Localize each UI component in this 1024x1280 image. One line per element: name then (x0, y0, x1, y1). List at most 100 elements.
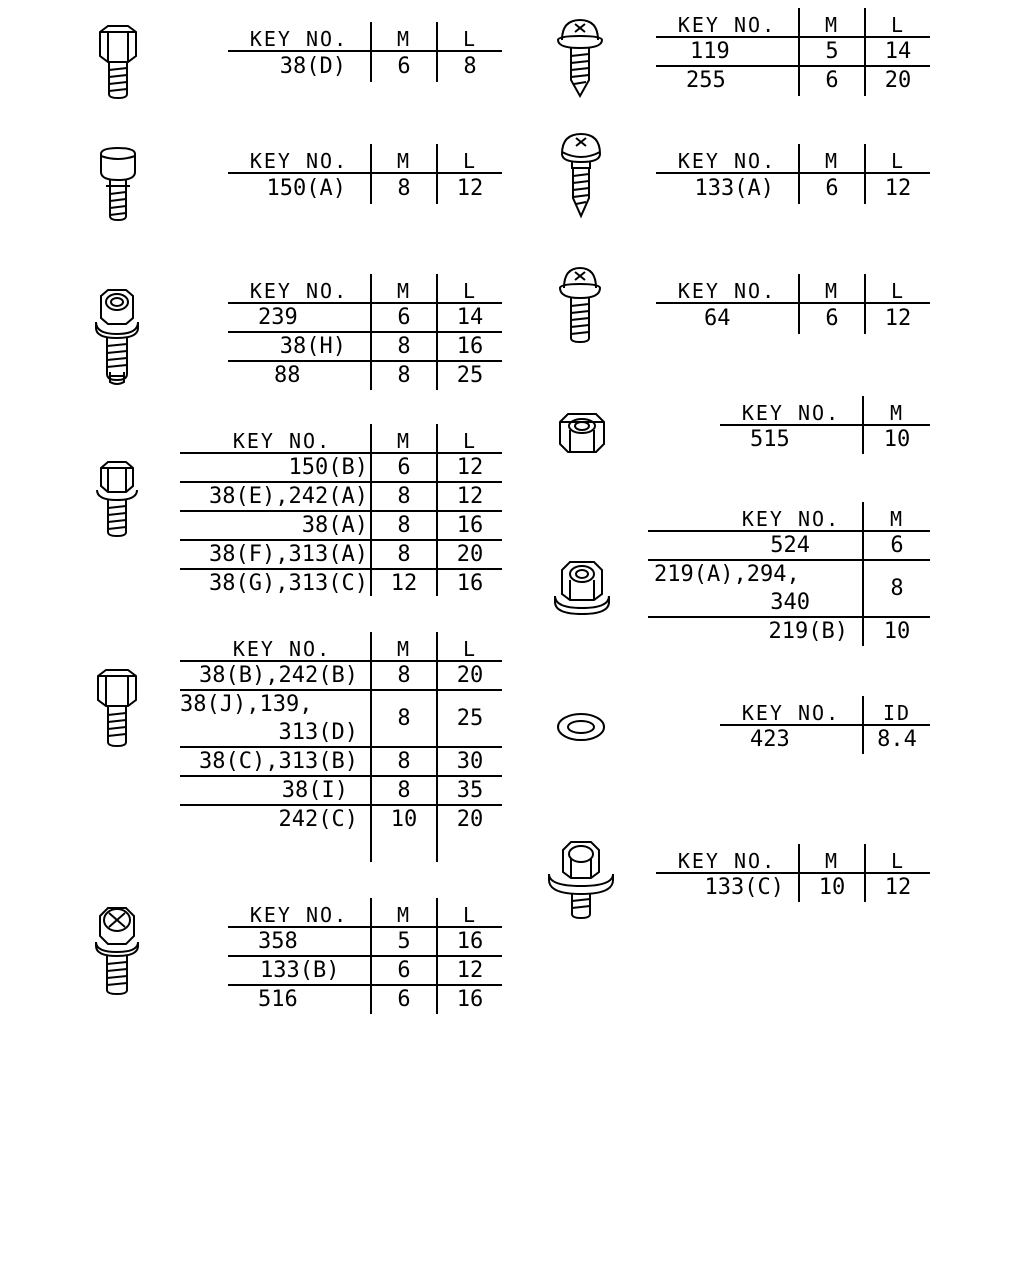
l-cell: 12 (884, 875, 912, 900)
table-divider (864, 144, 866, 204)
phillips-pointed-screw-icon (558, 132, 604, 219)
m-cell: 8 (397, 542, 411, 567)
table-rule (180, 568, 502, 570)
m-cell: 10 (390, 807, 418, 832)
table-divider (436, 424, 438, 596)
m-cell: 6 (397, 455, 411, 480)
table-divider (798, 144, 800, 204)
header-key-no: KEY NO. (232, 429, 332, 453)
header-key-no: KEY NO. (677, 279, 777, 303)
header-l: L (890, 849, 906, 873)
header-key-no: KEY NO. (249, 27, 349, 51)
id-cell: 8.4 (877, 727, 917, 752)
l-cell: 14 (456, 305, 484, 330)
table-rule (656, 65, 930, 67)
l-cell: 16 (456, 571, 484, 596)
key-no-cell: 38(B),242(B) (199, 663, 358, 688)
m-cell: 6 (397, 987, 411, 1012)
table-rule (180, 746, 502, 748)
round-head-bolt-icon (96, 146, 140, 222)
header-l: L (462, 149, 478, 173)
m-cell: 8 (397, 484, 411, 509)
key-no-cell: 64 (704, 306, 731, 331)
l-cell: 14 (884, 39, 912, 64)
table-rule (656, 36, 930, 38)
header-key-no: KEY NO. (741, 507, 841, 531)
table-divider (864, 8, 866, 96)
key-no-cell: 38(H) (279, 334, 346, 359)
m-cell: 8 (397, 706, 411, 731)
header-m: M (824, 279, 840, 303)
spec-table: KEY NO. M L 64 6 12 (656, 274, 930, 334)
header-m: M (396, 279, 412, 303)
table-divider (862, 696, 864, 754)
header-m: M (396, 27, 412, 51)
l-cell: 12 (456, 484, 484, 509)
header-key-no: KEY NO. (677, 13, 777, 37)
phillips-tapping-screw-icon (556, 18, 604, 99)
l-cell: 12 (456, 455, 484, 480)
header-l: L (462, 429, 478, 453)
key-no-cell: 133(A) (694, 176, 774, 201)
l-cell: 16 (456, 929, 484, 954)
table-rule (180, 452, 502, 454)
header-key-no: KEY NO. (741, 701, 841, 725)
spec-table: KEY NO. M 524 6 219(A),294, 340 8 219(B)… (648, 502, 930, 646)
m-cell: 6 (397, 54, 411, 79)
table-rule (180, 510, 502, 512)
m-cell: 8 (397, 663, 411, 688)
header-m: M (396, 903, 412, 927)
table-divider (436, 274, 438, 390)
table-rule (228, 50, 502, 52)
key-no-cell: 38(F),313(A) (209, 542, 368, 567)
key-no-cell: 340 (770, 590, 810, 615)
header-l: L (462, 279, 478, 303)
key-no-cell: 133(C) (704, 875, 784, 900)
l-cell: 12 (884, 176, 912, 201)
table-rule (720, 424, 930, 426)
spec-table: KEY NO. M L 150(A) 8 12 (228, 144, 502, 204)
header-key-no: KEY NO. (677, 149, 777, 173)
key-no-cell: 219(A),294, (654, 562, 800, 587)
hex-bolt-icon (94, 668, 140, 750)
header-m: M (824, 849, 840, 873)
m-cell: 6 (825, 176, 839, 201)
spec-table: KEY NO. M L 133(C) 10 12 (656, 844, 930, 902)
table-rule (228, 955, 502, 957)
spec-table: KEY NO. M L 38(D) 6 8 (228, 22, 502, 82)
header-key-no: KEY NO. (249, 149, 349, 173)
header-l: L (890, 149, 906, 173)
m-cell: 10 (883, 619, 911, 644)
table-rule (720, 724, 930, 726)
header-key-no: KEY NO. (232, 637, 332, 661)
key-no-cell: 524 (770, 533, 810, 558)
table-rule (180, 539, 502, 541)
l-cell: 16 (456, 334, 484, 359)
table-rule (228, 302, 502, 304)
spec-table: KEY NO. M 515 10 (720, 396, 930, 454)
key-no-cell: 255 (686, 68, 726, 93)
header-m: M (396, 429, 412, 453)
spec-table: KEY NO. M L 119 5 14 255 6 20 (656, 8, 930, 96)
m-cell: 8 (397, 749, 411, 774)
header-key-no: KEY NO. (249, 903, 349, 927)
flange-nut-icon (552, 560, 612, 618)
header-l: L (462, 903, 478, 927)
header-l: L (462, 27, 478, 51)
table-divider (370, 424, 372, 596)
m-cell: 5 (825, 39, 839, 64)
m-cell: 8 (397, 363, 411, 388)
table-divider (436, 632, 438, 862)
key-no-cell: 242(C) (278, 807, 358, 832)
m-cell: 8 (397, 513, 411, 538)
m-cell: 12 (390, 571, 418, 596)
table-divider (370, 632, 372, 862)
table-rule (228, 984, 502, 986)
hex-washer-bolt-icon (546, 840, 616, 922)
table-rule (180, 689, 502, 691)
l-cell: 16 (456, 987, 484, 1012)
key-no-cell: 219(B) (768, 619, 848, 644)
m-cell: 6 (397, 305, 411, 330)
table-divider (436, 898, 438, 1014)
key-no-cell: 515 (750, 427, 790, 452)
